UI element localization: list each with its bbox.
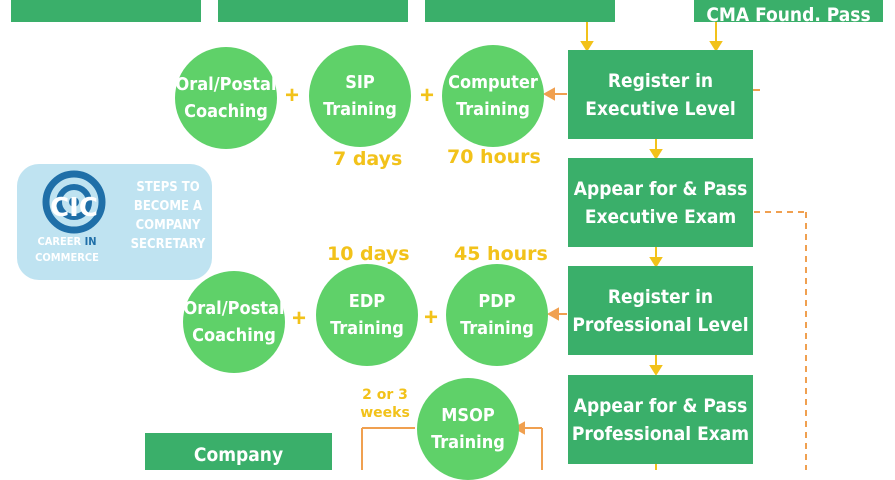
duration-sip: 7 days — [333, 148, 403, 170]
circle-oral-postal-coaching-2: Oral/Postal Coaching — [183, 271, 285, 373]
box-appear-executive: Appear for & Pass Executive Exam — [568, 158, 753, 247]
plus-sign: + — [424, 304, 439, 331]
logo-mark-text: CIC — [50, 193, 98, 223]
plus-sign: + — [285, 82, 300, 109]
box-register-professional: Register in Professional Level — [568, 266, 753, 355]
top-box-1 — [11, 0, 201, 22]
logo-card: CIC CAREER IN COMMERCE STEPS TO BECOME A… — [17, 164, 212, 280]
box-cma-foundation-pass: CMA Found. Pass — [694, 0, 883, 22]
duration-pdp: 45 hours — [454, 243, 548, 265]
connector-lines — [361, 22, 807, 470]
top-box-2 — [218, 0, 408, 22]
logo-in: IN — [84, 235, 97, 248]
logo-steps-text: STEPS TO BECOME A COMPANY SECRETARY — [130, 180, 206, 252]
circle-edp-training: EDP Training — [316, 264, 418, 366]
box-company: Company — [145, 433, 332, 470]
circle-oral-postal-coaching-1: Oral/Postal Coaching — [175, 47, 277, 149]
logo-career-in-commerce: CAREER IN COMMERCE — [23, 234, 111, 266]
circle-sip-training: SIP Training — [309, 45, 411, 147]
circle-msop-training: MSOP Training — [417, 378, 519, 480]
top-box-3 — [425, 0, 615, 22]
circle-pdp-training: PDP Training — [446, 264, 548, 366]
box-register-executive: Register in Executive Level — [568, 50, 753, 139]
plus-sign: + — [420, 82, 435, 109]
circle-computer-training: Computer Training — [442, 45, 544, 147]
logo-commerce: COMMERCE — [35, 251, 99, 264]
duration-edp: 10 days — [327, 243, 410, 265]
duration-computer: 70 hours — [447, 146, 541, 168]
duration-msop: 2 or 3 weeks — [360, 387, 410, 421]
career-in-commerce-logo-icon: CIC — [42, 170, 106, 234]
logo-career: CAREER — [37, 235, 82, 248]
box-appear-professional: Appear for & Pass Professional Exam — [568, 375, 753, 464]
plus-sign: + — [292, 305, 307, 332]
